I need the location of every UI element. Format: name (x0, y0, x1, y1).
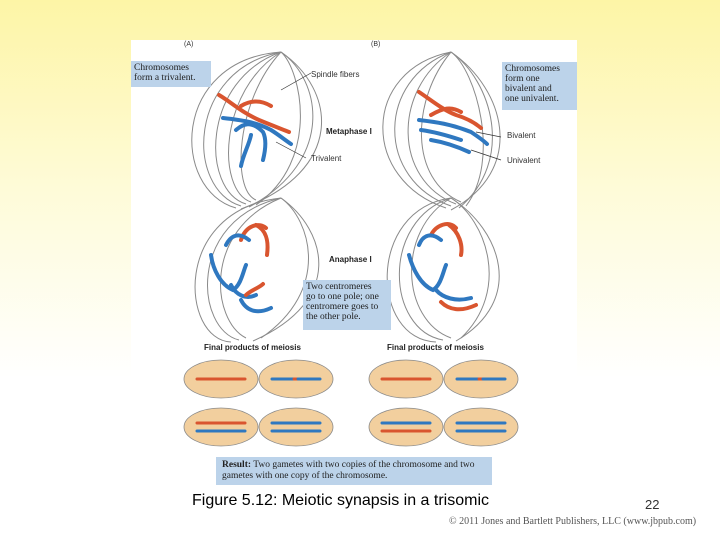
chromosomes-metaphase-b (417, 90, 489, 154)
label-spindle-fibers: Spindle fibers (311, 70, 360, 79)
label-anaphase: Anaphase I (329, 255, 372, 264)
label-b: (B) (371, 41, 381, 48)
chromosomes-anaphase-a (209, 223, 273, 314)
callout-trivalent: Chromosomes form a trivalent. (131, 61, 211, 87)
gamete-cells (183, 359, 519, 447)
slide-caption: Figure 5.12: Meiotic synapsis in a triso… (192, 492, 489, 509)
callout-bivalent-univalent: Chromosomes form one bivalent and one un… (502, 62, 577, 110)
label-final-products-a: Final products of meiosis (204, 343, 301, 352)
label-final-products-b: Final products of meiosis (387, 343, 484, 352)
spindle-anaphase-b (386, 197, 500, 343)
result-text: Two gametes with two copies of the chrom… (222, 460, 475, 481)
result-box: Result: Two gametes with two copies of t… (216, 457, 492, 485)
meiosis-illustration (183, 51, 519, 447)
blue-chromosome-a2 (234, 122, 268, 162)
blue-chromosome-a1 (221, 116, 293, 146)
red-chromosome-a (217, 93, 291, 134)
chromosomes-anaphase-b (407, 222, 478, 312)
gamete-chromosomes (195, 377, 507, 433)
red-chromosome-a2 (239, 99, 273, 108)
page-number: 22 (645, 497, 660, 512)
callout-centromeres: Two centromeres go to one pole; one cent… (303, 280, 391, 330)
blue-chromosome-a3 (239, 133, 253, 168)
figure-panel: (A) (B) Chromosomes form a trivalent. Ch… (131, 40, 577, 485)
spindle-anaphase-a (194, 197, 320, 343)
label-a: (A) (184, 41, 194, 48)
label-bivalent: Bivalent (507, 131, 536, 140)
result-label: Result: (222, 460, 252, 470)
spindle-metaphase-b (382, 51, 501, 211)
label-trivalent: Trivalent (311, 154, 342, 163)
label-metaphase: Metaphase I (326, 127, 372, 136)
label-univalent: Univalent (507, 156, 541, 165)
spindle-metaphase-a (191, 51, 322, 210)
copyright-notice: © 2011 Jones and Bartlett Publishers, LL… (449, 516, 697, 527)
chromosomes-metaphase-a (217, 93, 293, 168)
